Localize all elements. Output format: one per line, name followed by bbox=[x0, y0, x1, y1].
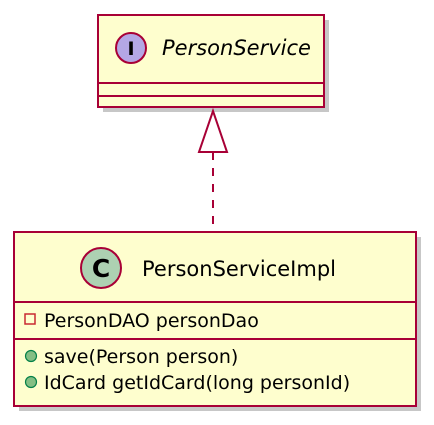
class-stereotype-icon: C bbox=[80, 247, 122, 289]
class-field-row: PersonDAO personDao bbox=[24, 310, 259, 332]
class-stereotype-letter: C bbox=[92, 254, 110, 283]
private-visibility-icon bbox=[24, 313, 36, 325]
class-name: PersonServiceImpl bbox=[142, 257, 336, 281]
class-person-service-impl[interactable]: C PersonServiceImpl PersonDAO personDao … bbox=[13, 231, 421, 411]
class-field-text: PersonDAO personDao bbox=[44, 310, 259, 332]
class-method-row: save(Person person) bbox=[24, 346, 238, 368]
interface-person-service[interactable]: I PersonService bbox=[97, 14, 329, 112]
class-method-text: IdCard getIdCard(long personId) bbox=[44, 372, 350, 394]
interface-stereotype-icon: I bbox=[115, 32, 147, 64]
realization-arrow bbox=[197, 107, 229, 232]
interface-stereotype-letter: I bbox=[127, 38, 134, 60]
class-method-text: save(Person person) bbox=[44, 346, 238, 368]
public-visibility-icon bbox=[24, 349, 38, 363]
public-visibility-icon bbox=[24, 375, 38, 389]
class-method-row: IdCard getIdCard(long personId) bbox=[24, 372, 350, 394]
interface-name: PersonService bbox=[162, 36, 311, 60]
realization-arrowhead bbox=[197, 107, 229, 153]
